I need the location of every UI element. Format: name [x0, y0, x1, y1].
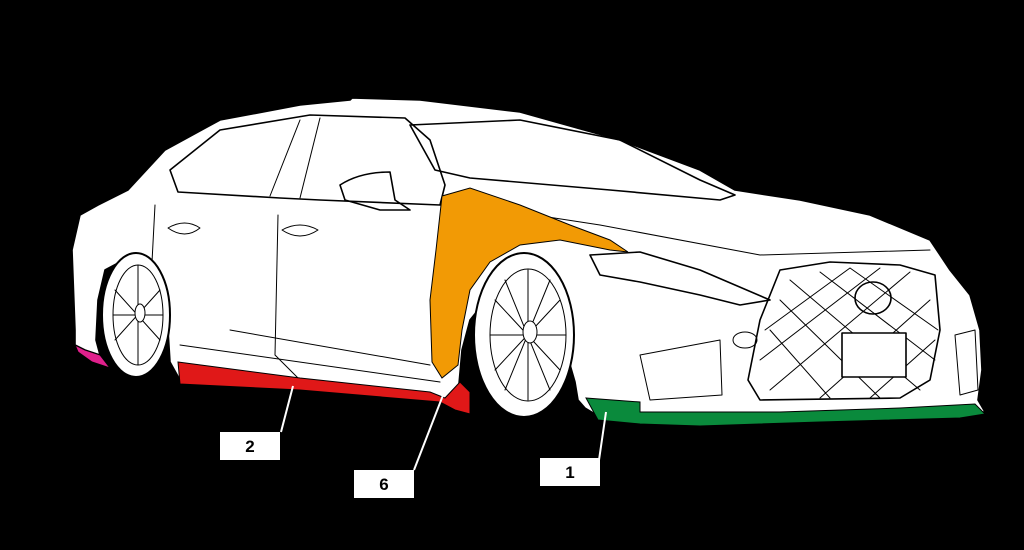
- leader-line-2: [280, 385, 294, 433]
- side-skirt-part: [177, 361, 471, 415]
- callout-1: 1: [540, 458, 600, 486]
- callout-2: 2: [220, 432, 280, 460]
- leader-line-6: [413, 371, 453, 471]
- front-fender-part: [429, 187, 629, 379]
- callout-1-label: 1: [565, 463, 574, 482]
- callout-6: 6: [354, 470, 414, 498]
- rear-under-part: [74, 343, 112, 369]
- front-wheel: [473, 252, 575, 418]
- front-lip-spoiler-part: [585, 397, 987, 427]
- rear-wheel: [101, 252, 171, 378]
- callout-6-label: 6: [379, 475, 388, 494]
- leader-line-1: [598, 411, 607, 461]
- callout-2-label: 2: [245, 437, 254, 456]
